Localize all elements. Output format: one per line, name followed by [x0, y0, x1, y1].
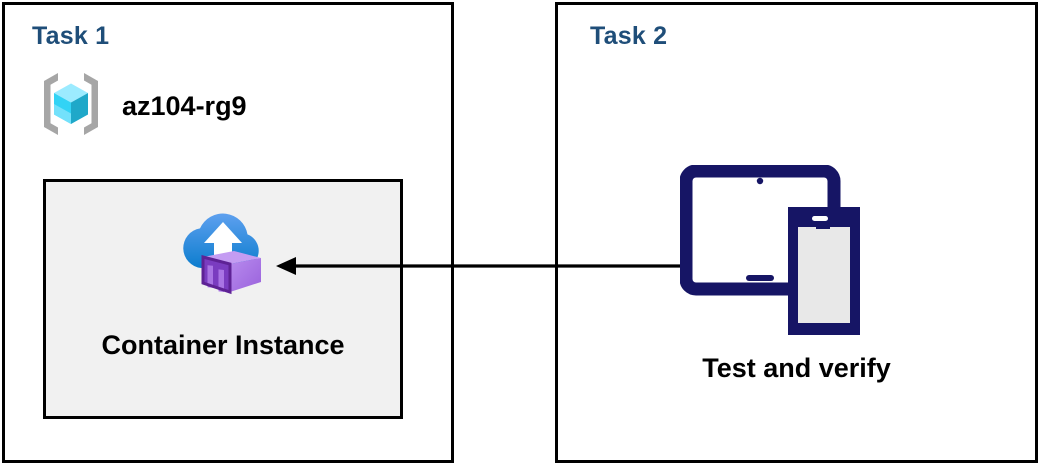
test-and-verify-label: Test and verify [702, 353, 891, 383]
azure-resource-group-icon [34, 67, 108, 146]
container-instance-label: Container Instance [101, 330, 345, 360]
panel-task-1: Task 1 az104-rg9 [2, 2, 454, 463]
panel-task-1-title: Task 1 [32, 22, 110, 50]
resource-group-row: az104-rg9 [34, 67, 247, 146]
container-instance-box: Container Instance [43, 179, 403, 419]
resource-group-name: az104-rg9 [122, 91, 247, 121]
azure-container-instance-icon [172, 198, 274, 305]
devices-tablet-phone-icon [679, 164, 870, 345]
panel-task-2-title: Task 2 [590, 22, 668, 50]
panel-task-2: Task 2 Test and verify [555, 2, 1038, 463]
